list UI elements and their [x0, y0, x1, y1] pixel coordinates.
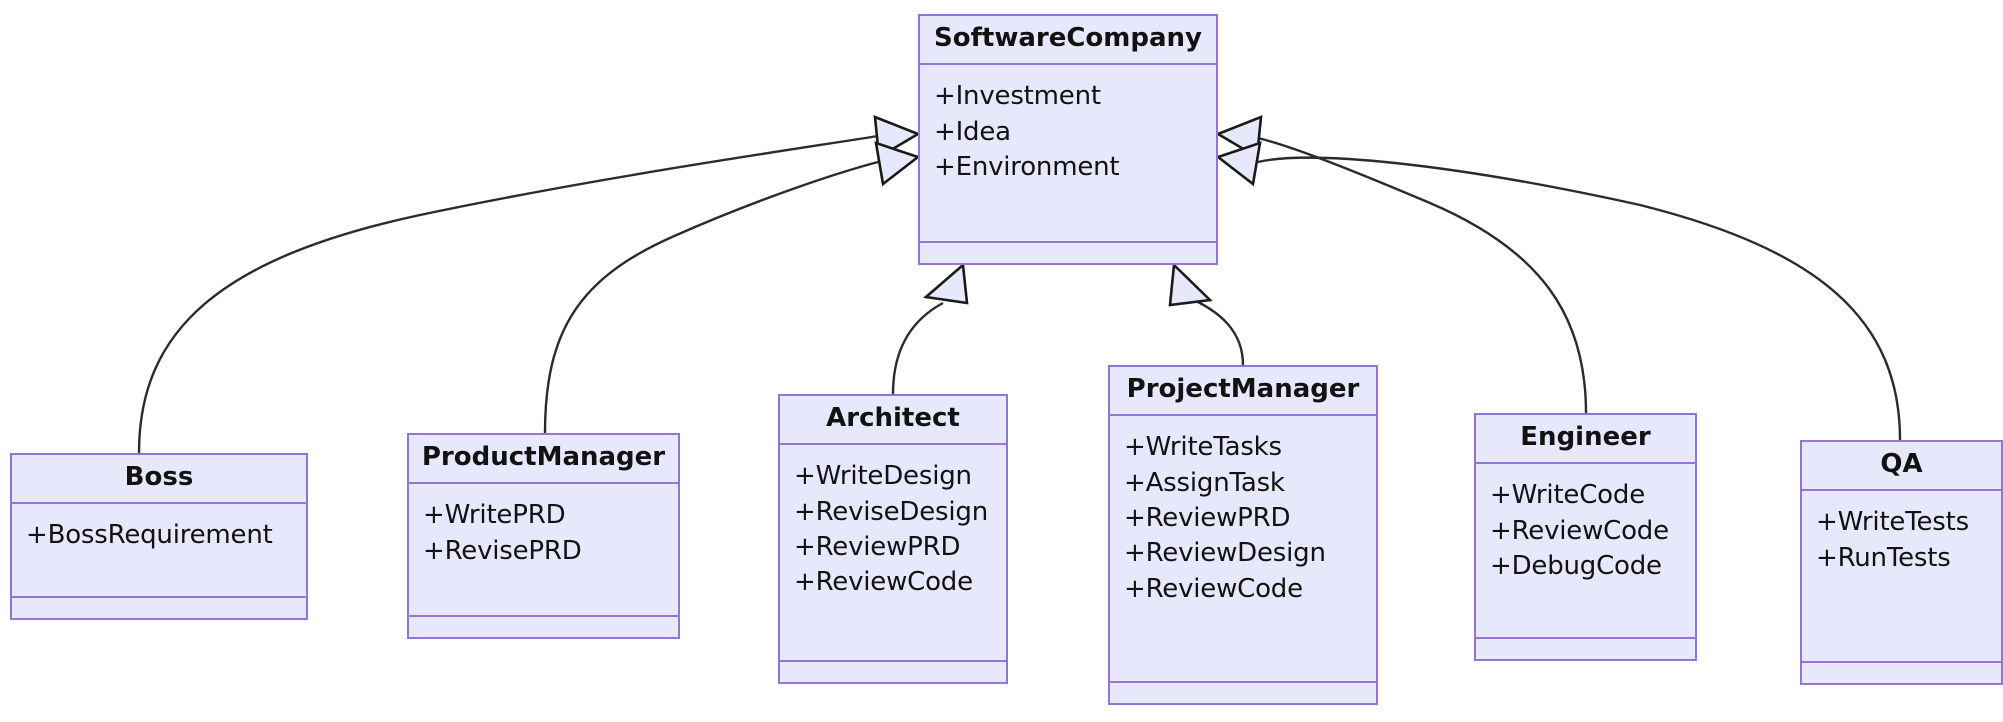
arrowhead-architect-inheritance	[923, 262, 969, 305]
class-attribute: +RunTests	[1816, 542, 1951, 573]
class-attribute: +ReviewCode	[1124, 573, 1303, 604]
class-title-boss: Boss	[12, 455, 306, 505]
class-attributes-project_manager: +WriteTasks +AssignTask +ReviewPRD +ReviewD…	[1110, 416, 1376, 683]
class-methods-boss	[12, 598, 306, 618]
class-attribute: +ReviewPRD	[1124, 503, 1291, 534]
class-attribute: +ReviewPRD	[794, 532, 961, 563]
class-attribute: +WriteCode	[1490, 480, 1645, 511]
edge-productmanager-to-softwarecompany	[543, 160, 879, 434]
arrowhead-productmanager-inheritance	[874, 141, 921, 187]
class-title-engineer: Engineer	[1476, 415, 1695, 465]
class-attribute: +ReviseDesign	[794, 496, 988, 527]
class-attribute: +BossRequirement	[26, 520, 273, 551]
edge-architect-to-softwarecompany	[891, 301, 944, 395]
class-attribute: +RevisePRD	[423, 535, 582, 566]
class-attributes-boss: +BossRequirement	[12, 504, 306, 598]
class-title-product_manager: ProductManager	[409, 435, 678, 485]
class-title-qa: QA	[1802, 442, 2001, 492]
class-attributes-architect: +WriteDesign +ReviseDesign +ReviewPRD +Revi…	[780, 445, 1006, 662]
class-attribute: +AssignTask	[1124, 467, 1285, 498]
uml-class-architect[interactable]: Architect +WriteDesign +ReviseDesign +Revie…	[778, 394, 1008, 684]
class-attribute: +DebugCode	[1490, 551, 1662, 582]
class-methods-product_manager	[409, 617, 678, 637]
class-attributes-engineer: +WriteCode +ReviewCode +DebugCode	[1476, 464, 1695, 639]
class-methods-software_company	[920, 243, 1216, 263]
class-methods-engineer	[1476, 639, 1695, 659]
class-title-software_company: SoftwareCompany	[920, 16, 1216, 66]
edge-boss-to-softwarecompany	[137, 134, 879, 454]
uml-class-project_manager[interactable]: ProjectManager +WriteTasks +AssignTask +Rev…	[1108, 365, 1378, 705]
edge-projectmanager-to-softwarecompany	[1195, 299, 1245, 366]
uml-class-boss[interactable]: Boss +BossRequirement	[10, 453, 308, 620]
class-attribute: +ReviewCode	[794, 567, 973, 598]
class-attribute: +WritePRD	[423, 500, 566, 531]
class-attributes-qa: +WriteTests +RunTests	[1802, 491, 2001, 663]
uml-class-product_manager[interactable]: ProductManager +WritePRD +RevisePRD	[407, 433, 680, 639]
arrowhead-engineer-inheritance	[1215, 115, 1263, 160]
class-attribute: +WriteDesign	[794, 461, 972, 492]
class-attribute: +Idea	[934, 116, 1011, 147]
arrowhead-boss-inheritance	[873, 115, 921, 160]
class-attribute: +Environment	[934, 152, 1120, 183]
class-methods-qa	[1802, 663, 2001, 683]
class-attribute: +ReviewDesign	[1124, 538, 1326, 569]
uml-class-software_company[interactable]: SoftwareCompany +Investment +Idea +Environm…	[918, 14, 1218, 265]
class-methods-project_manager	[1110, 683, 1376, 703]
class-attribute: +Investment	[934, 81, 1101, 112]
class-attribute: +WriteTasks	[1124, 432, 1282, 463]
arrowhead-projectmanager-inheritance	[1168, 262, 1213, 307]
uml-class-qa[interactable]: QA +WriteTests +RunTests	[1800, 440, 2003, 685]
class-attributes-product_manager: +WritePRD +RevisePRD	[409, 484, 678, 617]
arrowhead-qa-inheritance	[1215, 141, 1262, 187]
class-attribute: +WriteTests	[1816, 507, 1969, 538]
class-title-architect: Architect	[780, 396, 1006, 446]
class-attribute: +ReviewCode	[1490, 515, 1669, 546]
class-attributes-software_company: +Investment +Idea +Environment	[920, 65, 1216, 243]
class-methods-architect	[780, 662, 1006, 682]
class-title-project_manager: ProjectManager	[1110, 367, 1376, 417]
uml-class-engineer[interactable]: Engineer +WriteCode +ReviewCode +DebugCode	[1474, 413, 1697, 661]
